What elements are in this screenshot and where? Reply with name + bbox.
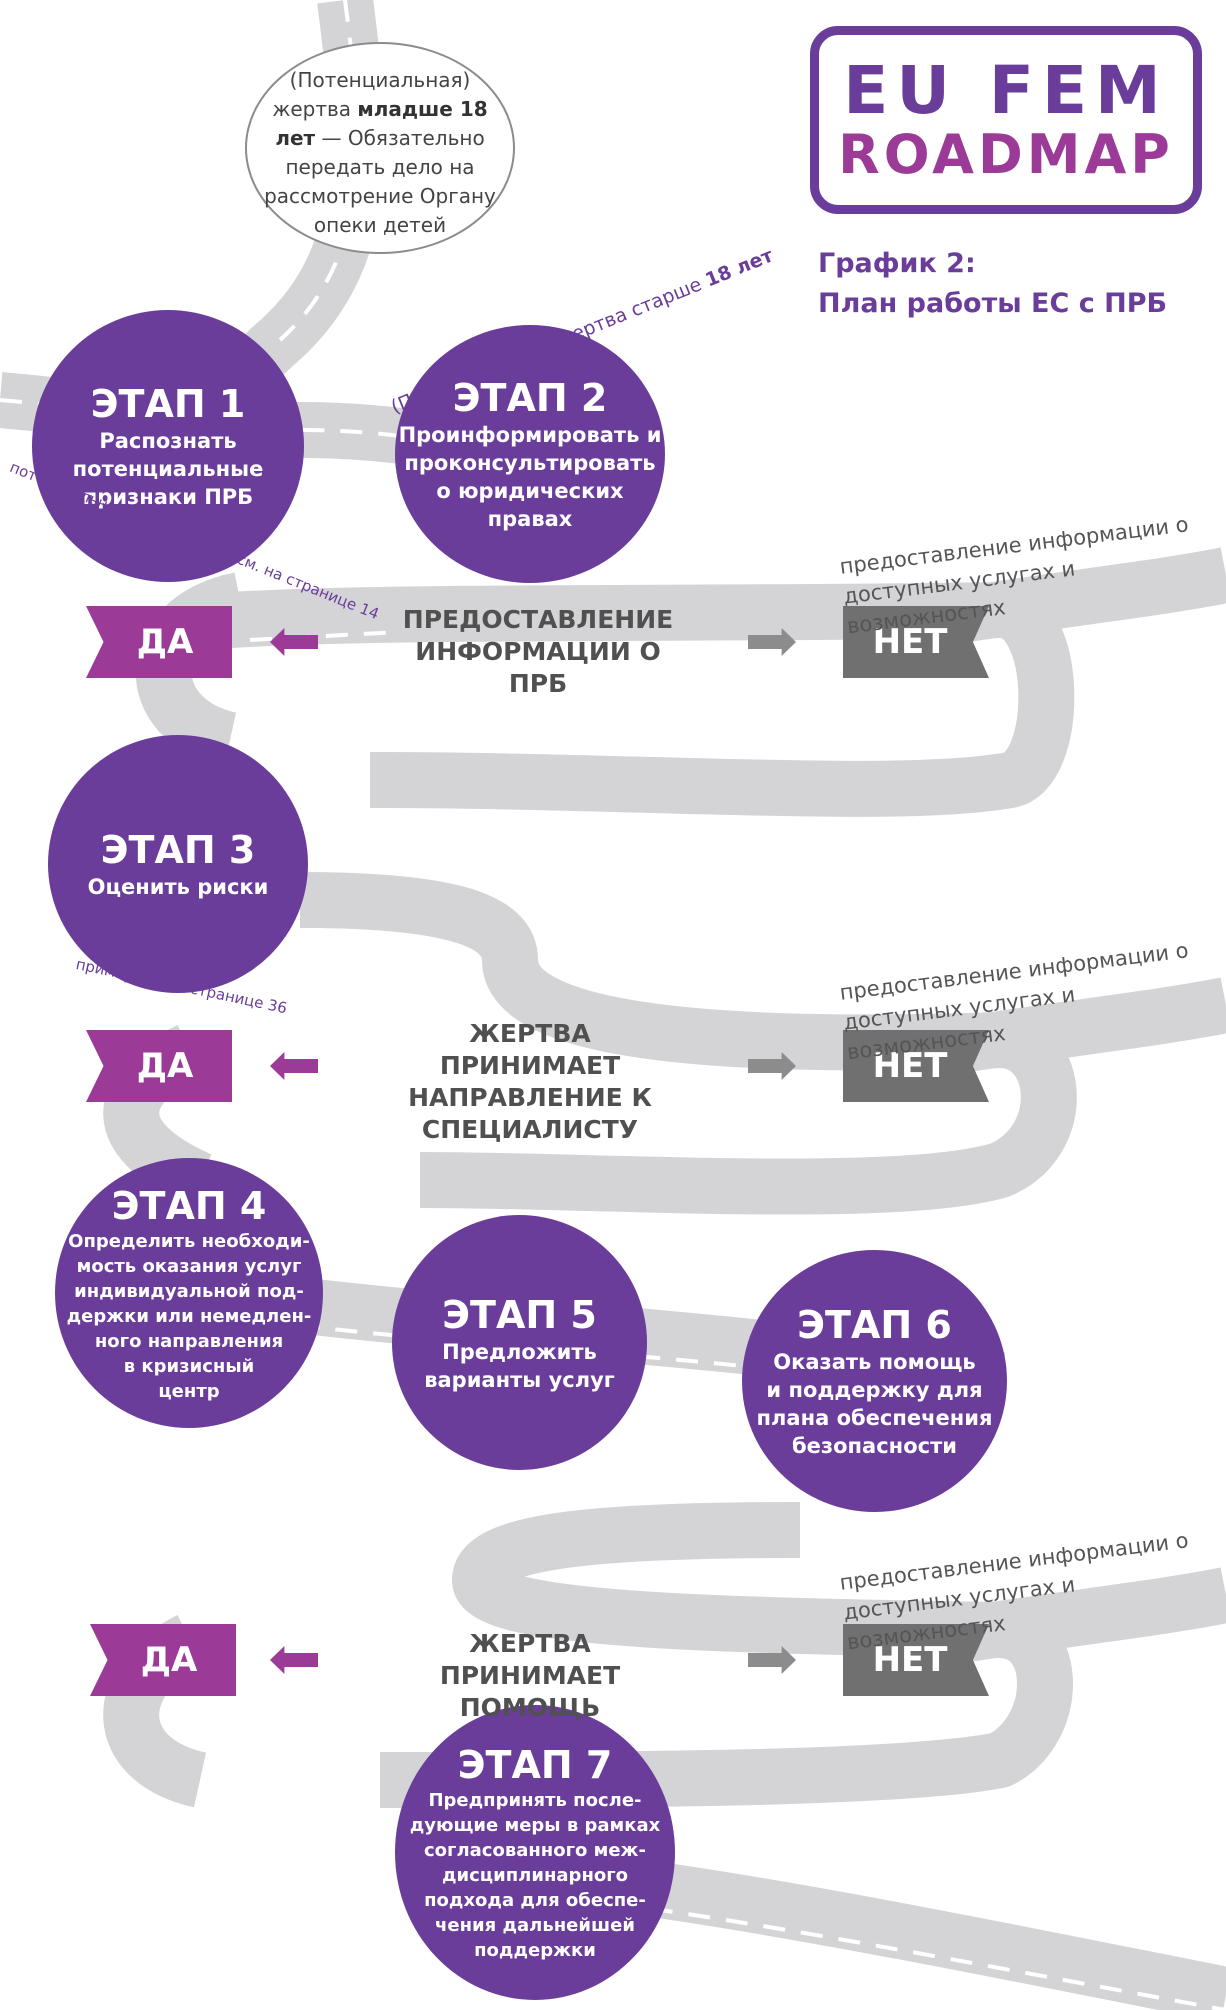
decision-2-no[interactable]: НЕТ	[843, 1030, 989, 1102]
decision-2-yes-label: ДА	[136, 1046, 194, 1086]
logo-line-1: EU FEM	[843, 52, 1169, 129]
brand-logo: EU FEM ROADMAP	[810, 26, 1202, 214]
logo-line-2: ROADMAP	[838, 123, 1174, 186]
stage-description: Определить необходи- мость оказания услу…	[66, 1230, 312, 1402]
stage-title: ЭТАП 3	[100, 828, 256, 872]
decision-3-no[interactable]: НЕТ	[843, 1624, 989, 1696]
note-text: (Потенциальная) жертва младше 18 лет — О…	[260, 66, 500, 240]
decision-2-question: ЖЕРТВА ПРИНИМАЕТ НАПРАВЛЕНИЕ К СПЕЦИАЛИС…	[408, 1019, 652, 1144]
stage-1: ЭТАП 1 Распознать потенциальные признаки…	[32, 310, 304, 582]
dash-yes-1	[249, 630, 401, 642]
stage-description: Предпринять после- дующие меры в рамках …	[409, 1790, 661, 1961]
chart-title-line-2: План работы ЕС с ПРБ	[818, 288, 1168, 319]
stage-4: ЭТАП 4 Определить необходи- мость оказан…	[55, 1158, 323, 1428]
note-bubble	[245, 42, 515, 254]
stage-title: ЭТАП 2	[452, 376, 608, 420]
stage-3: ЭТАП 3 Оценить риски	[48, 735, 308, 993]
stage-description: Оказать помощь и поддержку для плана обе…	[756, 1350, 993, 1458]
dash-yes-3	[249, 1653, 401, 1662]
note-bold: младше 18 лет	[275, 97, 488, 150]
note-part-2: — Обязательно передать дело на рассмотре…	[264, 126, 496, 237]
decision-1-question: ПРЕДОСТАВЛЕНИЕ ИНФОРМАЦИИ О ПРБ	[402, 605, 674, 698]
stage-title: ЭТАП 5	[442, 1292, 597, 1337]
road-loop-1	[228, 582, 1075, 817]
decision-3-yes[interactable]: ДА	[90, 1624, 236, 1696]
stage-title: ЭТАП 7	[457, 1743, 613, 1787]
decision-3-no-label: НЕТ	[872, 1640, 948, 1680]
stage-description: Оценить риски	[87, 875, 269, 899]
stage-title: ЭТАП 6	[797, 1303, 952, 1347]
decision-1-no-label: НЕТ	[872, 622, 948, 662]
stage-title: ЭТАП 4	[111, 1183, 267, 1228]
stage-2: ЭТАП 2 Проинформировать и проконсультиро…	[395, 325, 665, 583]
decision-2-yes[interactable]: ДА	[86, 1030, 232, 1102]
stage-title: ЭТАП 1	[90, 382, 246, 426]
stage-description: Распознать потенциальные признаки ПРБ	[72, 429, 264, 509]
decision-1-yes[interactable]: ДА	[86, 606, 232, 678]
chart-title-line-1: График 2:	[818, 248, 976, 279]
dash-yes-2	[249, 1058, 401, 1068]
chart-title: График 2: План работы ЕС с ПРБ	[818, 244, 1218, 324]
stage-description: Проинформировать и проконсультировать о …	[398, 423, 662, 531]
decision-3-question: ЖЕРТВА ПРИНИМАЕТ ПОМОЩЬ	[439, 1629, 621, 1722]
decision-3-yes-label: ДА	[140, 1640, 198, 1680]
note-part-1: (Потенциальная) жертва	[272, 68, 471, 121]
stage-5: ЭТАП 5 Предложить варианты услуг	[392, 1215, 647, 1470]
decision-1-yes-label: ДА	[136, 622, 194, 662]
stage-description: Предложить варианты услуг	[424, 1339, 615, 1392]
stage-7: ЭТАП 7 Предпринять после- дующие меры в …	[395, 1705, 675, 2000]
decision-1-no[interactable]: НЕТ	[843, 606, 989, 678]
dash-loop-1	[299, 928, 482, 991]
decision-2-no-label: НЕТ	[872, 1046, 948, 1086]
stage-6: ЭТАП 6 Оказать помощь и поддержку для пл…	[742, 1250, 1007, 1512]
